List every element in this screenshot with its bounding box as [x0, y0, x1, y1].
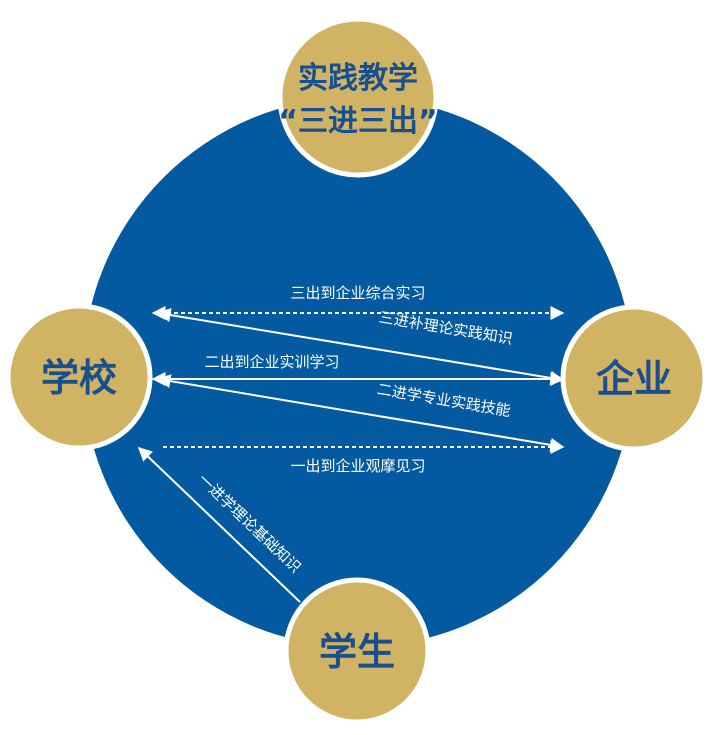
node-enterprise-label: 企业	[596, 357, 672, 401]
node-practice-teaching-line1: 实践教学	[298, 61, 418, 96]
flow-in1-arrow	[137, 447, 301, 603]
node-practice-teaching: 实践教学 “三进三出”	[277, 16, 439, 178]
node-practice-teaching-line2: “三进三出”	[278, 104, 437, 139]
flow-out3-label: 三出到企业综合实习	[290, 284, 425, 302]
node-student-circle	[283, 577, 431, 725]
node-school-circle	[5, 303, 153, 451]
node-school: 学校	[5, 303, 153, 451]
flow-in3-arrow	[156, 308, 565, 385]
node-practice-teaching-circle	[277, 16, 439, 178]
node-student-label: 学生	[319, 630, 395, 674]
node-enterprise-circle	[560, 304, 708, 452]
flow-out1-label: 一出到企业观摩见习	[290, 457, 425, 475]
node-school-label: 学校	[41, 356, 117, 400]
flow-out2-label: 二出到企业实训学习	[204, 353, 339, 371]
node-enterprise: 企业	[560, 304, 708, 452]
main-circle	[83, 97, 633, 647]
flow-in2-arrow	[156, 374, 565, 452]
node-student: 学生	[283, 577, 431, 725]
